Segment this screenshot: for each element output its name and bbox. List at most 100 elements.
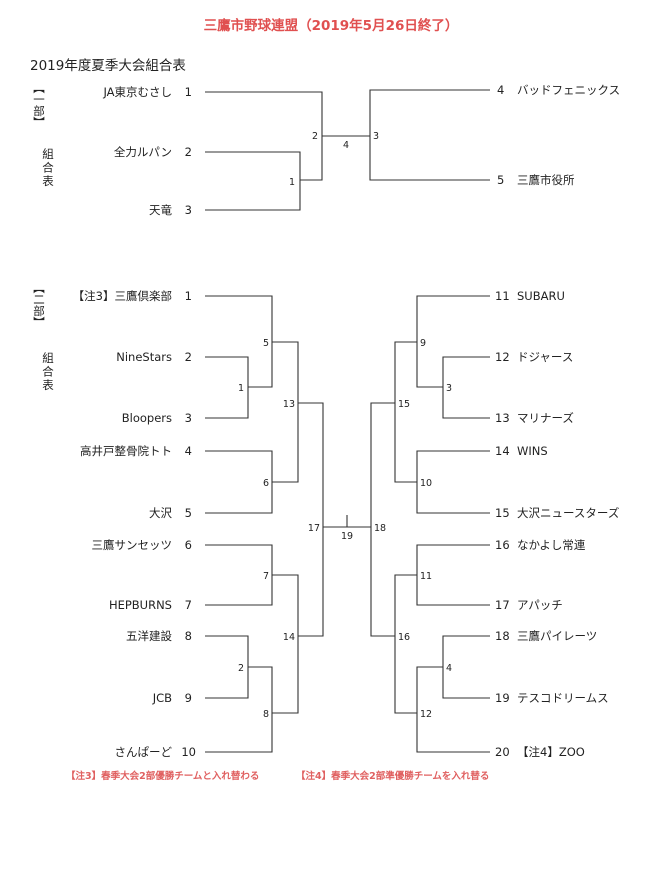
bracket-line	[394, 574, 417, 714]
note-3: 【注3】春季大会2部優勝チームと入れ替わる	[66, 771, 260, 782]
seed-number: 3	[185, 203, 192, 217]
seed-number: 3	[185, 411, 192, 425]
team-name: バッドフェニックス	[517, 83, 620, 97]
team-name: JA東京むさし	[102, 85, 172, 99]
team-name: ドジャース	[517, 350, 573, 364]
note-4: 【注4】春季大会2部準優勝チームを入れ替る	[296, 771, 490, 782]
match-number: 10	[420, 478, 432, 489]
bracket-line	[416, 666, 490, 753]
match-number: 5	[263, 338, 269, 349]
bracket-line	[369, 89, 490, 181]
bracket-line	[205, 151, 301, 211]
match-number: 1	[238, 383, 244, 394]
seed-number: 19	[495, 691, 510, 705]
seed-number: 8	[185, 629, 192, 643]
bracket-line	[205, 544, 273, 606]
match-number: 12	[420, 709, 432, 720]
seed-number: 10	[181, 745, 196, 759]
seed-number: 16	[495, 538, 510, 552]
seed-number: 18	[495, 629, 510, 643]
team-name: JCB	[152, 691, 172, 705]
bracket-line	[272, 574, 299, 714]
bracket-line	[205, 295, 273, 388]
seed-number: 17	[495, 598, 510, 612]
bracket-line	[205, 91, 323, 181]
match-number: 1	[289, 177, 295, 188]
seed-number: 15	[495, 506, 510, 520]
division1-label-text: 組合表	[41, 148, 55, 189]
team-name: テスコドリームス	[517, 691, 609, 705]
team-name: 三鷹パイレーツ	[517, 629, 597, 643]
seed-number: 11	[495, 289, 510, 303]
match-number: 6	[263, 478, 269, 489]
seed-number: 13	[495, 411, 510, 425]
bracket-line	[272, 341, 299, 483]
seed-number: 14	[495, 444, 510, 458]
seed-number: 5	[185, 506, 192, 520]
team-name: 【注3】三鷹倶楽部	[73, 289, 172, 303]
team-name: Bloopers	[122, 411, 172, 425]
team-name: 大沢	[149, 506, 172, 520]
match-number: 2	[312, 131, 318, 142]
bracket-subtitle: 2019年度夏季大会組合表	[30, 58, 186, 74]
match-number: 13	[283, 399, 295, 410]
team-name: さんぱーど	[115, 745, 173, 759]
match-number: 19	[341, 531, 353, 542]
seed-number: 1	[185, 85, 192, 99]
bracket-line	[442, 356, 490, 419]
seed-number: 4	[185, 444, 192, 458]
seed-number: 1	[185, 289, 192, 303]
match-number: 3	[373, 131, 379, 142]
seed-number: 9	[185, 691, 192, 705]
bracket-line	[370, 402, 395, 637]
match-number: 18	[374, 523, 386, 534]
bracket-line	[416, 450, 490, 514]
team-name: 大沢ニュースターズ	[517, 506, 619, 520]
bracket-line	[205, 356, 249, 419]
match-number: 17	[308, 523, 320, 534]
bracket-line	[205, 666, 273, 753]
division1-label-bracket: 【一部】	[32, 82, 46, 128]
match-number: 4	[343, 140, 349, 151]
team-name: HEPBURNS	[109, 598, 172, 612]
division2-label-text: 組合表	[41, 352, 55, 393]
match-number: 7	[263, 571, 269, 582]
match-number: 4	[446, 663, 452, 674]
page-title: 三鷹市野球連盟（2019年5月26日終了）	[203, 18, 459, 34]
seed-number: 5	[497, 173, 504, 187]
match-number: 9	[420, 338, 426, 349]
seed-number: 20	[495, 745, 510, 759]
seed-number: 6	[185, 538, 192, 552]
team-name: なかよし常連	[517, 538, 586, 552]
bracket-line	[394, 341, 417, 483]
team-name: 全力ルパン	[114, 145, 172, 159]
division2-label-bracket: 【二部】	[32, 282, 46, 328]
match-number: 11	[420, 571, 432, 582]
match-number: 14	[283, 632, 295, 643]
seed-number: 12	[495, 350, 510, 364]
seed-number: 7	[185, 598, 192, 612]
team-name: アパッチ	[517, 598, 563, 612]
team-name: 高井戸整骨院トト	[80, 444, 172, 458]
bracket-line	[205, 450, 273, 514]
team-name: WINS	[517, 444, 548, 458]
match-number: 16	[398, 632, 410, 643]
team-name: 三鷹サンセッツ	[92, 538, 173, 552]
bracket-line	[416, 295, 490, 388]
team-name: 三鷹市役所	[517, 173, 575, 187]
seed-number: 4	[497, 83, 504, 97]
match-number: 15	[398, 399, 410, 410]
match-number: 3	[446, 383, 452, 394]
team-name: SUBARU	[517, 289, 565, 303]
team-name: マリナーズ	[517, 411, 574, 425]
team-name: 天竜	[149, 203, 172, 217]
seed-number: 2	[185, 350, 192, 364]
team-name: 【注4】ZOO	[517, 745, 585, 759]
match-number: 8	[263, 709, 269, 720]
seed-number: 2	[185, 145, 192, 159]
bracket-line	[298, 402, 324, 637]
match-number: 2	[238, 663, 244, 674]
team-name: NineStars	[116, 350, 172, 364]
team-name: 五洋建設	[126, 629, 172, 643]
